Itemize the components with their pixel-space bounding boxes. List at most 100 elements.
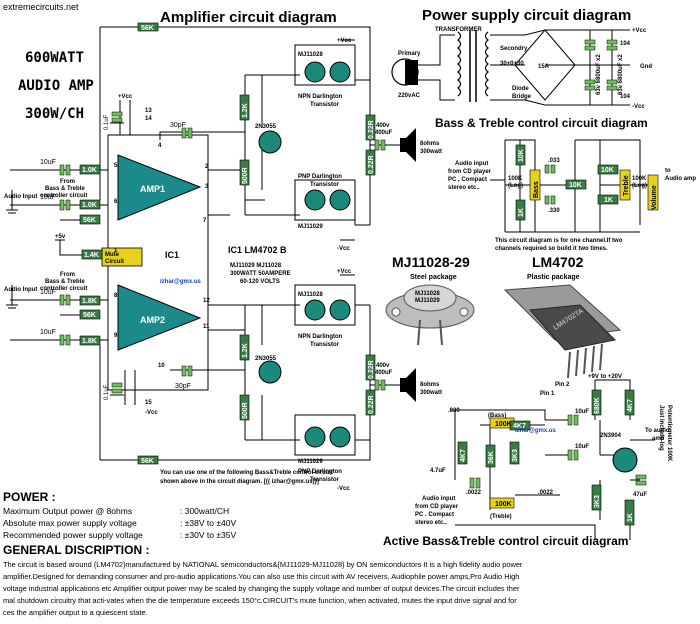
amp-capacitors	[59, 111, 386, 394]
act-email: izhar@gmx.us	[515, 428, 557, 434]
act-r100k-2: 100K	[495, 501, 512, 508]
lm-package-title: LM4702	[532, 254, 584, 270]
psu-cap1: 63v 6800uF x2	[596, 54, 602, 95]
spk-lower-2: 300watt	[420, 390, 442, 396]
pin-1: 1	[114, 248, 118, 254]
bt-to-amp-1: to	[665, 168, 671, 174]
from-bt-1c: controller circuit	[40, 193, 87, 199]
c400-lower-1: 400v	[376, 363, 390, 369]
bt-bass-pot: Bass	[533, 181, 540, 198]
pin-7: 7	[203, 218, 207, 224]
pin-14: 14	[145, 116, 152, 122]
power-row-3: Recommended power supply voltage : ±30V …	[3, 530, 236, 540]
resistor-1k8-2	[79, 335, 101, 346]
bt-note-1: This circuit diagram is for one channel.…	[495, 238, 623, 244]
from-bt-2c: controller circuit	[40, 286, 87, 292]
resistor-56k-3	[79, 309, 101, 320]
bt-title: Bass & Treble control circuit diagram	[435, 116, 648, 130]
act-c47b: 47uF	[633, 492, 647, 498]
act-bass: (Bass)	[488, 413, 506, 419]
t2-desc-1: PNP Darlington	[298, 174, 342, 180]
bt-pot2-1: 100K	[632, 176, 647, 182]
res-56k-bottom-label: 56K	[141, 458, 154, 465]
pin-3: 3	[205, 184, 209, 190]
power-heading: POWER :	[3, 490, 56, 504]
vcc-t3: +Vcc	[337, 269, 352, 275]
resistor-1k2-lower	[239, 334, 250, 361]
ground-symbols	[6, 122, 124, 396]
ic1-label: IC1	[165, 250, 179, 260]
pin-4: 4	[158, 143, 162, 149]
psu-transformer: TRANSFORMER	[435, 27, 482, 33]
audio-input-1: Audio Input	[4, 194, 37, 200]
res-500-upper-label: 500R	[242, 167, 249, 184]
general-line-4: mal shutdown circuitry that acti-vates w…	[3, 596, 517, 605]
act-c22b: .0022	[538, 490, 554, 496]
t2-label: MJ11029	[298, 224, 323, 230]
speaker-lower	[400, 368, 416, 402]
pin-8: 8	[114, 293, 118, 299]
act-r4k7: 4K7	[513, 423, 526, 430]
res-1k8-2-label: 1.8K	[82, 338, 97, 345]
headline-3: 300W/CH	[25, 106, 84, 122]
bt-pot1-1: 100K	[508, 176, 523, 182]
plug-icon	[391, 58, 419, 86]
bt-note-2: channels required so build it two times.	[495, 246, 608, 252]
t2-desc-2: Transistor	[310, 182, 340, 188]
plus5v-label: +5v	[55, 234, 66, 240]
res-1k8-1-label: 1.8K	[82, 298, 97, 305]
psu-title: Power supply circuit diagram	[422, 7, 631, 24]
ic-spec-1: MJ11029 MJ11028	[230, 263, 282, 269]
act-r680: 680K	[594, 397, 601, 414]
resistor-56k-bottom	[137, 455, 159, 465]
bt-input-2: from CD player	[448, 169, 492, 175]
mute-label-1: Mute	[105, 252, 120, 258]
res-1k4-label: 1.4K	[84, 252, 99, 259]
ic-model: IC1 LM4702 B	[228, 245, 287, 255]
driver-upper	[258, 130, 282, 154]
t2-box	[294, 179, 356, 221]
speaker-upper	[400, 128, 416, 162]
cap-01-top: 0.1uF	[104, 114, 110, 130]
act-c47: 4.7uF	[430, 468, 446, 474]
pin-2: 2	[205, 164, 209, 170]
mj-package-sub: Steel package	[410, 274, 457, 281]
t1-box	[294, 44, 356, 86]
general-line-1: The circuit is based around {LM4702}manu…	[3, 560, 523, 569]
power-row-2: Absolute max power supply voltage : ±38V…	[3, 518, 236, 528]
res-56k-top-label: 56K	[141, 25, 154, 32]
bt-r1k-2: 1K	[604, 197, 613, 204]
general-line-2: amplifier.Designed for demanding consume…	[3, 572, 520, 581]
power-row-2-value: : ±38V to ±40V	[180, 518, 237, 528]
c400-upper-2: 400uF	[375, 130, 393, 136]
act-c22: .0022	[466, 490, 482, 496]
psu-amps: 15A	[538, 64, 550, 70]
mj-package-title: MJ11028-29	[392, 254, 470, 270]
cap-01-bottom: 0.1uF	[104, 384, 110, 400]
psu-nvcc: -Vcc	[632, 104, 645, 110]
from-bt-2b: Bass & Treble	[45, 279, 85, 285]
active-title: Active Bass&Treble control circuit diagr…	[383, 534, 628, 548]
res-500-lower-label: 500R	[242, 402, 249, 419]
power-row-1: Maximum Output power @ 8ohms : 300watt/C…	[3, 506, 229, 516]
t1-label: MJ11028	[298, 52, 323, 58]
spk-upper-1: 8ohms	[420, 141, 440, 147]
general-heading: GENERAL DISCRIPTION :	[3, 543, 150, 557]
act-side-1: Just include log	[658, 405, 664, 451]
act-to-amp-1: To audio	[645, 428, 670, 434]
t3-box	[294, 284, 356, 326]
bt-c033: .033	[548, 158, 560, 164]
act-r1k: 1K	[627, 513, 634, 522]
act-input-3: PC . Compact	[415, 512, 454, 518]
act-to-amp-2: amp	[652, 436, 665, 442]
act-r4k7b: 4K7	[627, 399, 634, 412]
act-input-4: stereo etc..	[415, 520, 447, 526]
t3-desc-1: NPN Darlington	[298, 334, 343, 340]
res-56k-3-label: 56K	[83, 312, 96, 319]
cap-30p-bottom: 30pF	[175, 383, 191, 390]
driver-lower-label: 2N3055	[255, 356, 277, 362]
c400-upper-1: 400v	[376, 123, 390, 129]
bt-parts	[515, 144, 659, 221]
amp1-label: AMP1	[140, 184, 165, 194]
